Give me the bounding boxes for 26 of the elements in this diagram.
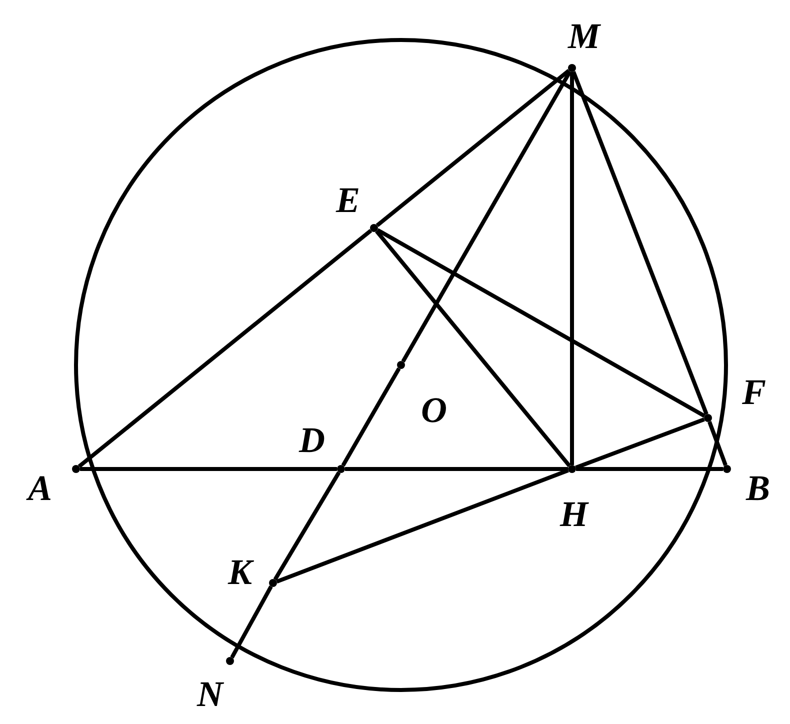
line-segment [230, 586, 273, 658]
line-segment [276, 468, 569, 584]
point-label: D [298, 420, 326, 460]
point-label: E [334, 180, 361, 220]
line-segment [708, 421, 728, 466]
line-segment [341, 367, 401, 467]
line-segment [575, 418, 705, 470]
point-label: H [558, 494, 590, 534]
point-label: B [744, 468, 771, 508]
line-segment [572, 71, 708, 415]
point-label: F [740, 372, 767, 412]
line-segment [376, 228, 706, 418]
line-segment [401, 70, 572, 363]
line-segment [576, 467, 723, 471]
line-segment [345, 467, 568, 471]
point-label: M [568, 16, 600, 56]
point-label: A [25, 468, 53, 508]
point-label: K [226, 552, 255, 592]
line-segment [570, 72, 574, 465]
line-segment [78, 228, 372, 468]
point-label: O [420, 390, 448, 430]
line-segment [80, 467, 337, 471]
line-segment [273, 471, 341, 581]
point-label: N [196, 674, 225, 714]
line-segment [376, 68, 570, 228]
line-segment [375, 230, 571, 468]
